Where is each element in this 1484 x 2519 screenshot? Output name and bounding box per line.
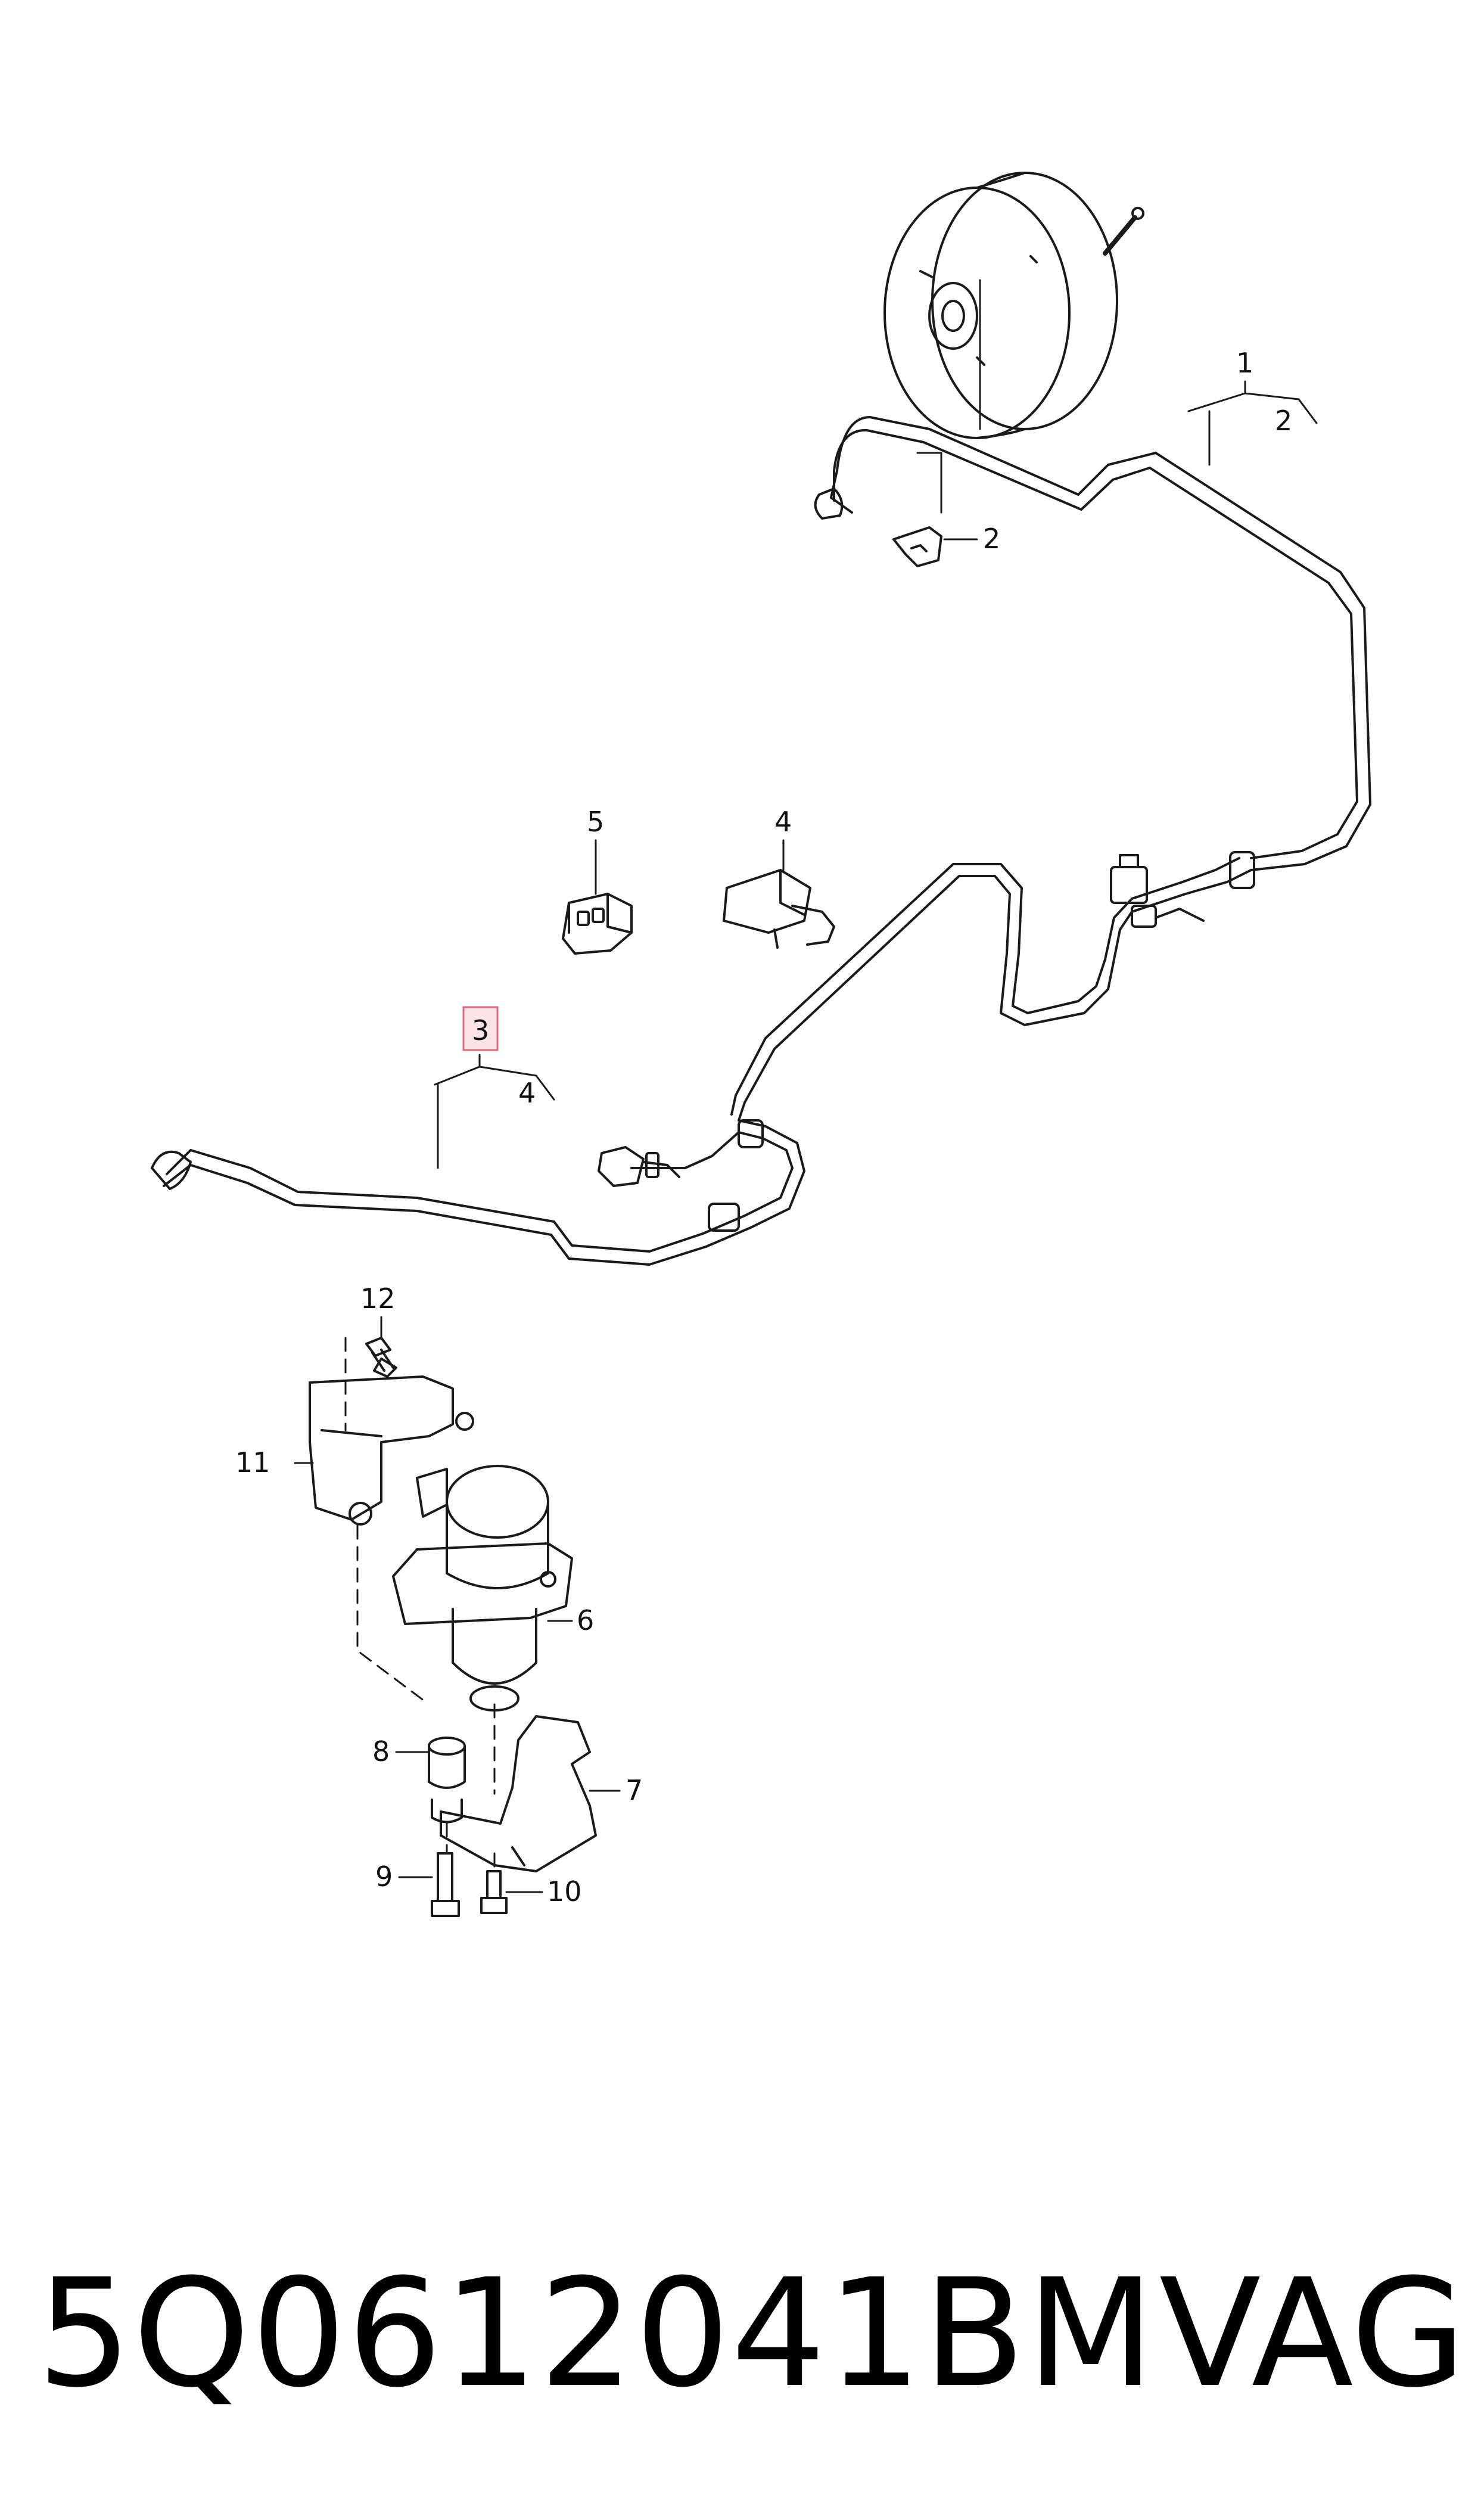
electric-vacuum-pump (392, 1465, 573, 1712)
pressure-sensor-upper (1110, 854, 1205, 928)
callout-4-hose: 4 (518, 1077, 536, 1109)
rubber-mount (428, 1737, 466, 1824)
assembly-lines (344, 1337, 496, 1872)
callout-11: 11 (235, 1446, 270, 1479)
bolt-9 (431, 1852, 460, 1917)
bolt-12 (365, 1337, 397, 1378)
callout-2-booster: 2 (1275, 405, 1292, 437)
callout-1: 1 (1236, 347, 1253, 379)
pressure-sender (723, 869, 835, 949)
bolt-10 (480, 1870, 508, 1914)
pressure-sensor-lower (598, 1146, 680, 1187)
callout-3-highlight (462, 1006, 499, 1051)
hose-clip (892, 526, 942, 567)
pump-bracket-lower (440, 1715, 597, 1872)
brand-label: VAG (1159, 2247, 1466, 2420)
vacuum-hose-lower (151, 1119, 805, 1266)
callout-3: 3 (472, 1014, 489, 1046)
callout-4-sender: 4 (774, 806, 792, 838)
callout-9: 9 (375, 1860, 393, 1893)
pump-bracket-upper (309, 1375, 474, 1526)
part-number: 5Q0612041BM (37, 2247, 1156, 2420)
callout-2-clip: 2 (983, 523, 1000, 555)
callout-12: 12 (360, 1282, 396, 1315)
callout-6: 6 (577, 1604, 594, 1636)
callout-10: 10 (547, 1875, 582, 1908)
callout-5: 5 (587, 806, 604, 838)
callout-7: 7 (626, 1774, 643, 1806)
leader-lines (294, 279, 1318, 1893)
callout-8: 8 (372, 1735, 390, 1768)
vacuum-hose-upper (730, 416, 1371, 1122)
connector-housing (562, 893, 633, 955)
brake-booster (883, 172, 1144, 439)
